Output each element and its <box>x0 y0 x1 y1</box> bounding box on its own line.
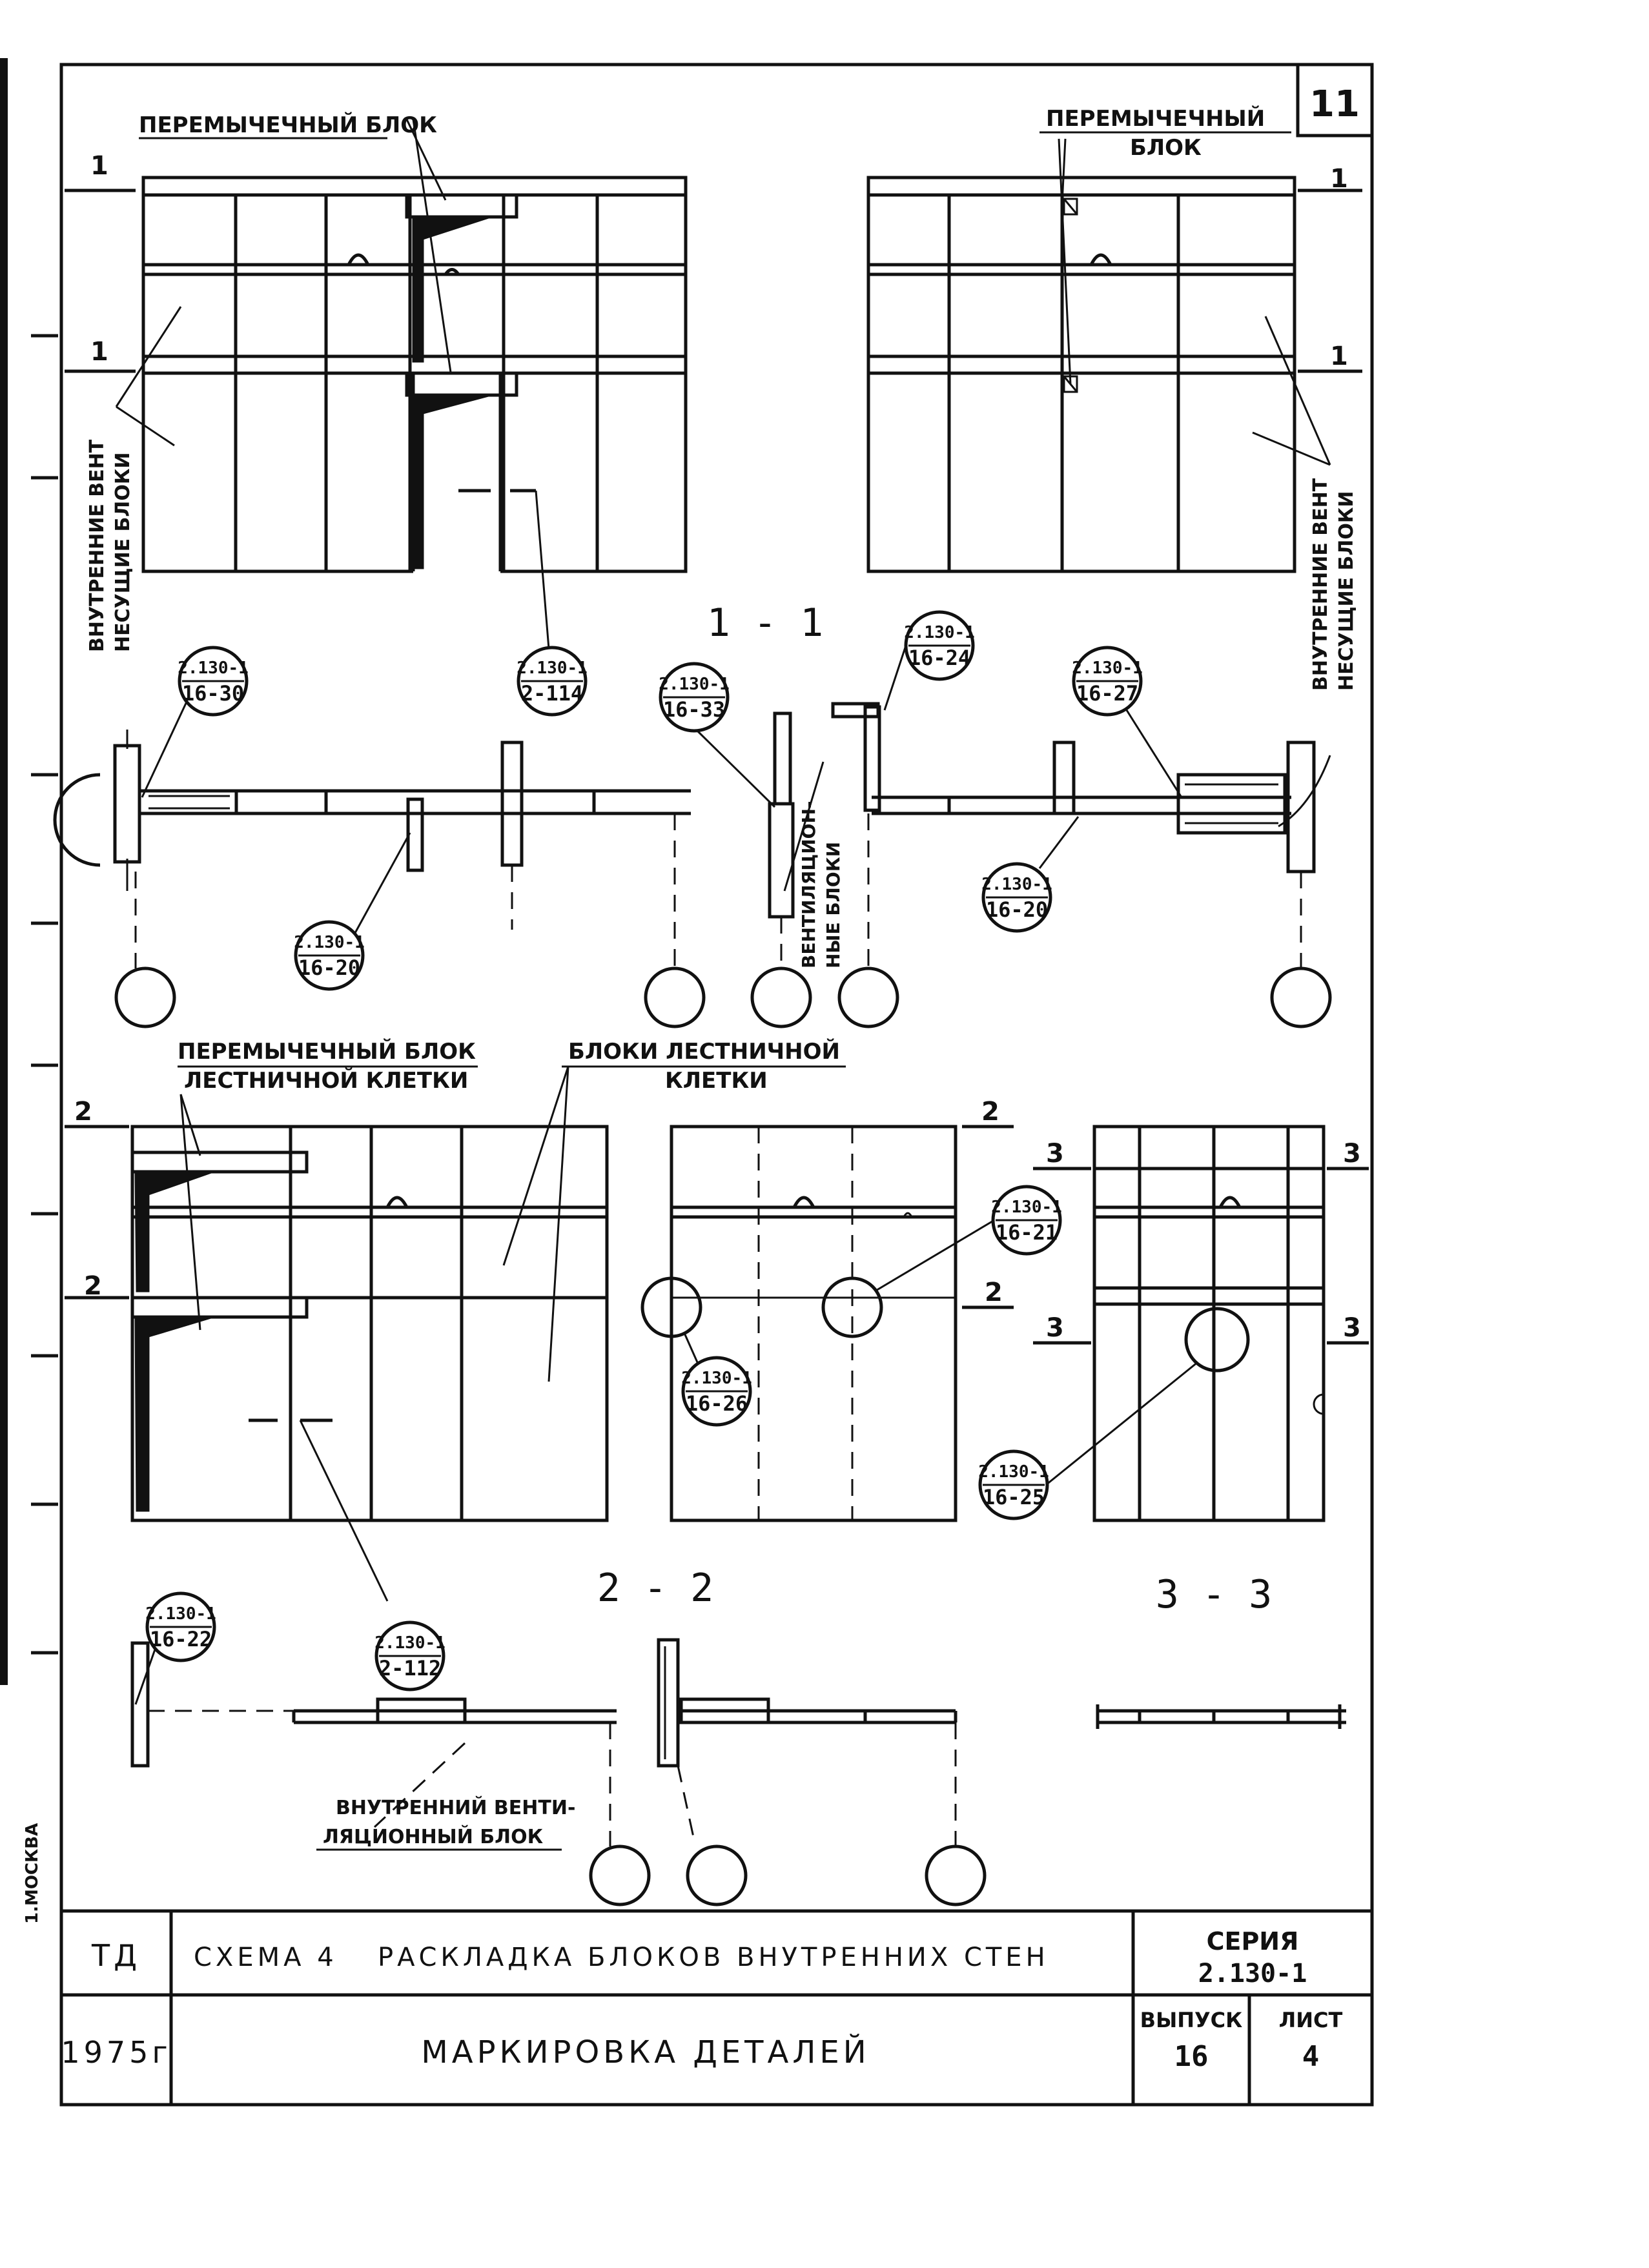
section-mark-1d: 1 <box>1330 342 1348 371</box>
inner-vent-block-label-a: ВНУТРЕННИЙ ВЕНТИ- <box>336 1796 575 1819</box>
callout-10-bottom: 16-25 <box>983 1485 1045 1509</box>
callout-9: 2.130-1 16-26 <box>681 1333 752 1427</box>
callout-5-bottom: 16-27 <box>1076 681 1138 706</box>
axis-circles-row-2 <box>589 1844 987 1906</box>
callout-8: 2.130-1 16-21 <box>991 1185 1062 1256</box>
callout-2-bottom: 2-114 <box>521 681 583 706</box>
callout-9-bottom: 16-26 <box>686 1391 748 1416</box>
callout-2: 2.130-1 2-114 <box>517 646 588 717</box>
callout-4: 2.130-1 16-24 <box>883 610 975 711</box>
callout-1-bottom: 16-30 <box>182 681 244 706</box>
callout-12-top: 2.130-1 <box>374 1633 446 1653</box>
internal-vent-label-b: НЕСУЩИЕ БЛОКИ <box>112 453 134 652</box>
scheme-label: СХЕМА 4 <box>194 1943 338 1972</box>
margin-note: 1.МОСКВА <box>23 1823 42 1924</box>
section-mark-2a: 2 <box>74 1097 92 1127</box>
stair-blocks-label-b: КЛЕТКИ <box>665 1068 768 1094</box>
axis-circles-row-1 <box>114 966 1332 1028</box>
callout-10: 2.130-1 16-25 <box>978 1449 1049 1520</box>
callout-7-top: 2.130-1 <box>294 933 365 952</box>
title-block: ТД 1975г СХЕМА 4 РАСКЛАДКА БЛОКОВ ВНУТРЕ… <box>61 1909 1372 2105</box>
callout-6-bottom: 16-20 <box>986 897 1048 922</box>
elevation-2: ПЕРЕМЫЧЕЧНЫЙ БЛОК ЛЕСТНИЧНОЙ КЛЕТКИ БЛОК… <box>65 1038 1369 1602</box>
callout-11: 2.130-1 16-22 <box>134 1591 216 1705</box>
callout-3: 2.130-1 16-33 <box>659 662 776 808</box>
binding-strip <box>0 58 8 1685</box>
section-2-2-title: 2 - 2 <box>597 1566 714 1611</box>
vent-blocks-label-a: ВЕНТИЛЯЦИОН- <box>798 801 819 968</box>
section-mark-3c: 3 <box>1046 1313 1064 1343</box>
vent-blocks-label-b: НЫЕ БЛОКИ <box>823 842 844 968</box>
sheet-frame <box>59 63 1374 2107</box>
internal-vent-right-a: ВНУТРЕННИЕ ВЕНТ <box>1309 478 1332 691</box>
callout-6-top: 2.130-1 <box>981 875 1052 894</box>
inner-vent-block-label-b: ЛЯЦИОННЫЙ БЛОК <box>323 1825 544 1848</box>
lintel-block-label-2b: БЛОК <box>1130 135 1202 161</box>
callout-8-top: 2.130-1 <box>991 1198 1062 1217</box>
callout-5-top: 2.130-1 <box>1072 659 1143 678</box>
year: 1975г <box>61 2035 171 2070</box>
section-3-3-title: 3 - 3 <box>1156 1572 1273 1617</box>
org-code: ТД <box>91 1938 141 1973</box>
elevation-1-right: ПЕРЕМЫЧЕЧНЫЙ БЛОК 1 1 ВНУТРЕННИЕ ВЕНТ НЕ… <box>866 105 1362 691</box>
lintel-block-label: ПЕРЕМЫЧЕЧНЫЙ БЛОК <box>139 112 437 138</box>
callout-5: 2.130-1 16-27 <box>1072 646 1183 798</box>
callout-12-bottom: 2-112 <box>379 1656 441 1681</box>
sheet-value: 4 <box>1302 2040 1320 2073</box>
section-mark-1c: 1 <box>1330 164 1348 194</box>
callout-2-top: 2.130-1 <box>517 659 588 678</box>
callout-6: 2.130-1 16-20 <box>981 816 1080 933</box>
section-mark-2c: 2 <box>981 1097 999 1127</box>
callout-4-top: 2.130-1 <box>904 623 975 642</box>
section-mark-2d: 2 <box>985 1278 1003 1307</box>
stair-lintel-label-a: ПЕРЕМЫЧЕЧНЫЙ БЛОК <box>178 1038 476 1065</box>
section-mark-3b: 3 <box>1343 1139 1361 1169</box>
callout-11-top: 2.130-1 <box>145 1604 216 1624</box>
section-mark-3d: 3 <box>1343 1313 1361 1343</box>
callout-10-top: 2.130-1 <box>978 1462 1049 1482</box>
sheet-number-box <box>1296 63 1374 138</box>
sheet-number: 11 <box>1309 83 1360 125</box>
stair-lintel-label-b: ЛЕСТНИЧНОЙ КЛЕТКИ <box>184 1067 468 1094</box>
callout-7: 2.130-1 16-20 <box>294 832 411 991</box>
plan-2-2: ВНУТРЕННИЙ ВЕНТИ- ЛЯЦИОННЫЙ БЛОК <box>130 1638 1346 1851</box>
margin-ticks <box>31 334 58 1655</box>
stair-blocks-label-a: БЛОКИ ЛЕСТНИЧНОЙ <box>568 1038 840 1065</box>
section-mark-1a: 1 <box>90 151 108 181</box>
title-line-2: МАРКИРОВКА ДЕТАЛЕЙ <box>421 2034 870 2070</box>
lintel-block-label-2a: ПЕРЕМЫЧЕЧНЫЙ <box>1046 105 1265 132</box>
plan-1-1: ВЕНТИЛЯЦИОН- НЫЕ БЛОКИ <box>53 702 1331 968</box>
internal-vent-right-b: НЕСУЩИЕ БЛОКИ <box>1335 491 1358 691</box>
callout-3-top: 2.130-1 <box>659 675 730 694</box>
series-label: СЕРИЯ <box>1207 1927 1299 1956</box>
callout-8-bottom: 16-21 <box>996 1220 1058 1245</box>
issue-label: ВЫПУСК <box>1140 2008 1243 2032</box>
issue-value: 16 <box>1174 2040 1209 2073</box>
section-1-1-title: 1 - 1 <box>707 600 824 646</box>
callout-12: 2.130-1 2-112 <box>374 1620 446 1691</box>
section-mark-1b: 1 <box>90 337 108 367</box>
section-mark-2b: 2 <box>84 1271 102 1301</box>
callout-7-bottom: 16-20 <box>298 955 360 980</box>
callout-9-top: 2.130-1 <box>681 1369 752 1388</box>
callout-1-top: 2.130-1 <box>178 659 249 678</box>
series-value: 2.130-1 <box>1198 1959 1307 1988</box>
callout-1: 2.130-1 16-30 <box>141 646 249 798</box>
callout-4-bottom: 16-24 <box>908 646 970 670</box>
callout-3-bottom: 16-33 <box>663 697 725 722</box>
sheet-label: ЛИСТ <box>1279 2008 1343 2032</box>
title-line-1: РАСКЛАДКА БЛОКОВ ВНУТРЕННИХ СТЕН <box>378 1943 1049 1972</box>
internal-vent-label-a: ВНУТРЕННИЕ ВЕНТ <box>86 439 108 652</box>
elevation-1-left: ПЕРЕМЫЧЕЧНЫЙ БЛОК 1 1 ВНУ <box>65 112 688 652</box>
section-mark-3a: 3 <box>1046 1139 1064 1169</box>
callout-11-bottom: 16-22 <box>150 1627 212 1651</box>
